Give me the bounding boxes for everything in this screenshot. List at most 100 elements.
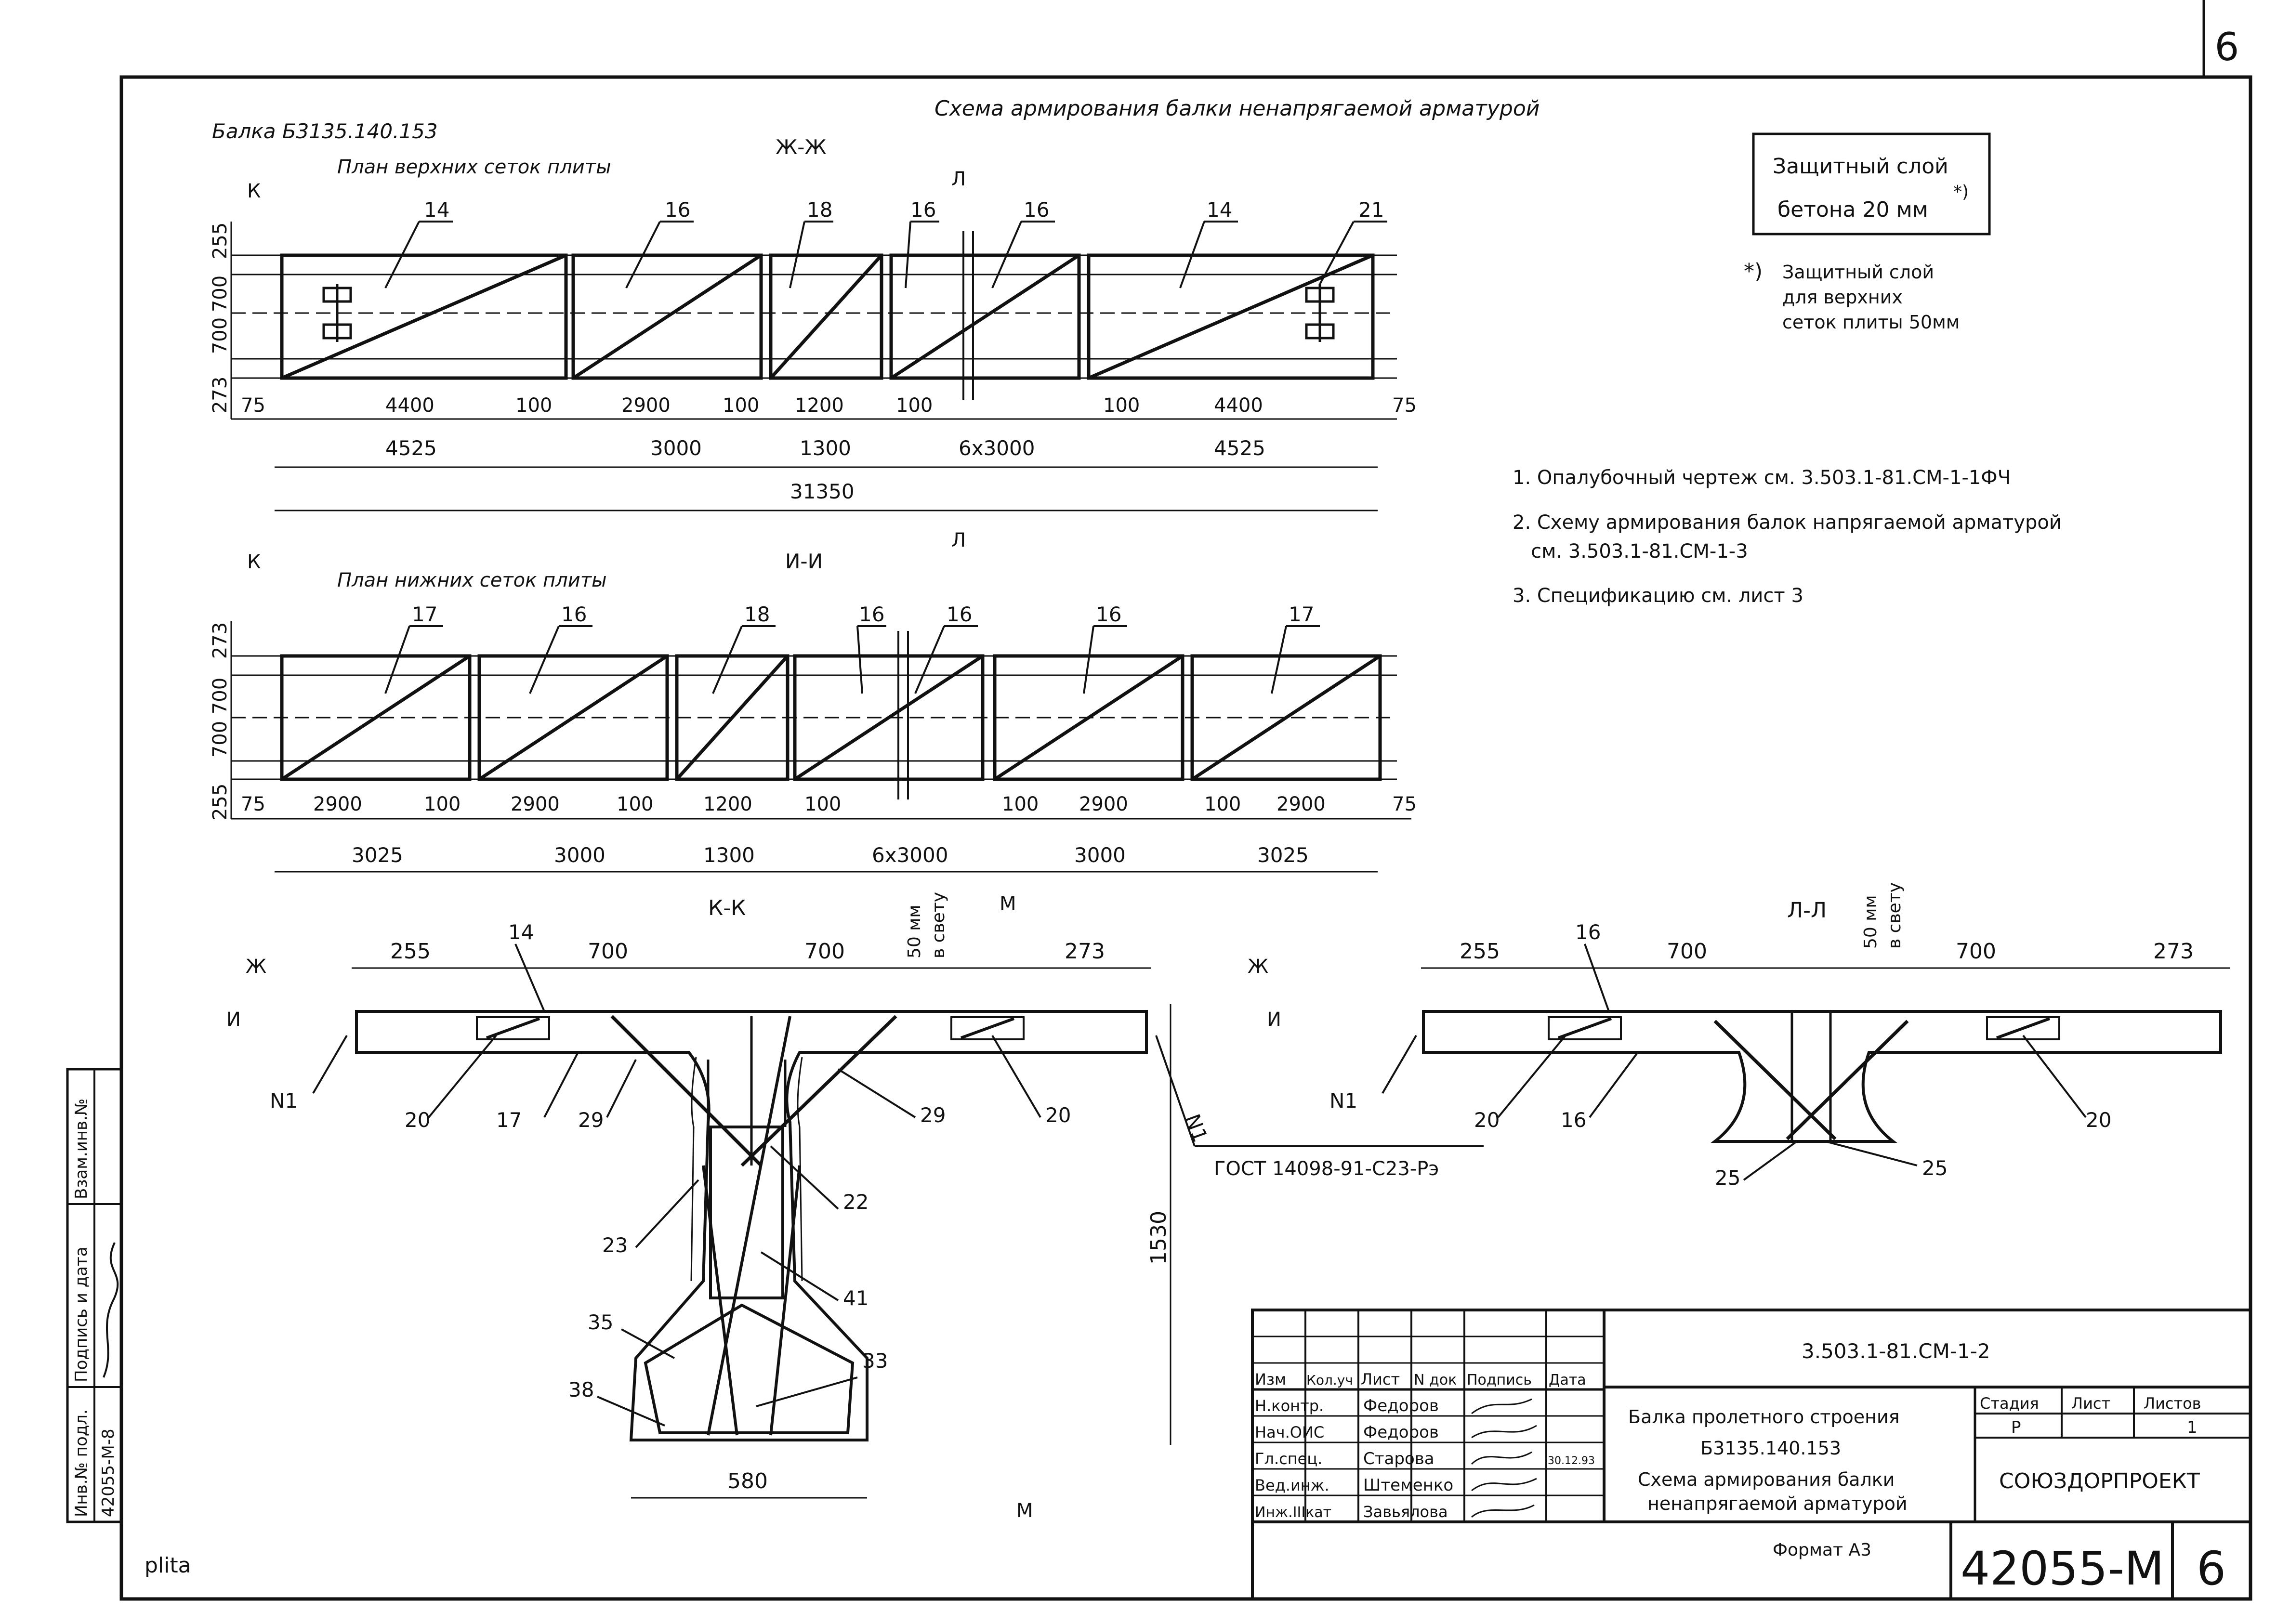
kk-mark: 22 <box>843 1190 869 1214</box>
bottom-dim-row2: 3025 <box>352 843 403 867</box>
kk-dim: 700 <box>588 939 628 964</box>
bottom-dim-row1: 100 <box>424 793 461 815</box>
ll-dim: 700 <box>1956 939 1996 964</box>
kk-cut-zh: Ж <box>246 956 266 978</box>
top-plan: План верхних сеток плиты Ж-Ж <box>209 135 1417 573</box>
bottom-mark: 16 <box>561 602 587 626</box>
bottom-dim-row1: 75 <box>1392 793 1417 815</box>
bottom-left-dim: 700 <box>209 678 231 714</box>
tb-date: 30.12.93 <box>1548 1455 1595 1467</box>
kk-cut-zh: Ж <box>1248 956 1268 978</box>
ll-gap-label: 50 мм <box>1861 895 1881 949</box>
stamp-col3: Взам.инв.№ <box>72 1099 91 1199</box>
bottom-left-dim: 255 <box>209 784 231 820</box>
bottom-plan-section: И-И <box>785 550 823 573</box>
kk-mark: 29 <box>578 1108 604 1132</box>
top-total-dim: 31350 <box>790 480 855 503</box>
cut-k-top: К <box>247 180 261 202</box>
tb-name-line: Балка пролетного строения <box>1628 1406 1900 1428</box>
bottom-dim-row1: 2900 <box>511 793 560 815</box>
stamp-col1: Инв.№ подл. <box>72 1409 91 1517</box>
bottom-dim-row1: 100 <box>804 793 841 815</box>
top-dim-row2: 4525 <box>1214 436 1265 460</box>
bottom-dim-row2: 6x3000 <box>872 843 948 867</box>
tb-stage-header: Лист <box>2071 1394 2110 1413</box>
bottom-dim-row2: 3000 <box>554 843 605 867</box>
ll-mark: 20 <box>1474 1108 1500 1132</box>
kk-dim: 273 <box>1065 939 1105 964</box>
ll-dim: 255 <box>1460 939 1500 964</box>
top-mark: 16 <box>910 198 936 222</box>
bottom-dim-row1: 100 <box>1204 793 1241 815</box>
cut-l-top: Л <box>951 168 966 190</box>
bottom-dim-row2: 3025 <box>1257 843 1309 867</box>
bottom-dim-row1: 100 <box>617 793 653 815</box>
bottom-dim-row2: 1300 <box>703 843 755 867</box>
protect-note-star: *) <box>1744 259 1763 284</box>
bottom-dim-row1: 2900 <box>1277 793 1326 815</box>
bottom-dim-row1: 100 <box>1002 793 1039 815</box>
kk-mark: 29 <box>920 1103 946 1127</box>
ll-dim: 700 <box>1667 939 1707 964</box>
beam-mark: Балка Б3135.140.153 <box>212 119 438 143</box>
stamp-col2: Подпись и дата <box>72 1246 91 1382</box>
tb-header: Подпись <box>1467 1372 1532 1388</box>
ll-mark: 16 <box>1561 1108 1586 1132</box>
kk-dim: 700 <box>804 939 845 964</box>
kk-mark: 41 <box>843 1286 869 1310</box>
kk-mark: 20 <box>1045 1103 1071 1127</box>
top-dim-row1: 100 <box>515 394 552 417</box>
kk-cut-m: М <box>1016 1500 1033 1522</box>
bottom-plan: План нижних сеток плиты И-И 17 16 <box>209 550 1417 873</box>
protect-box-line2: бетона 20 мм <box>1777 197 1928 222</box>
protect-box <box>1752 132 1991 236</box>
top-dim-row1: 4400 <box>385 394 434 417</box>
bottom-mark: 16 <box>947 602 972 626</box>
protect-note-line1: Защитный слой <box>1782 262 1934 283</box>
tb-header: Кол.уч <box>1306 1372 1353 1388</box>
footer-label: plita <box>145 1553 191 1578</box>
ll-n1: N1 <box>1329 1089 1357 1113</box>
stamp-signature <box>103 1242 119 1378</box>
kk-n1-left: N1 <box>270 1089 298 1113</box>
top-left-dim: 700 <box>209 317 231 354</box>
bottom-mark: 17 <box>1289 602 1314 626</box>
title-block: Изм Кол.уч Лист N док Подпись Дата Н.кон… <box>1251 1309 2252 1600</box>
ll-mark: 16 <box>1575 920 1601 944</box>
kk-mark: 14 <box>508 920 534 944</box>
protect-note-line2: для верхних <box>1782 287 1903 308</box>
tb-stage-header: Листов <box>2144 1394 2201 1413</box>
top-dim-row2: 3000 <box>650 436 702 460</box>
kk-mark: 38 <box>568 1378 594 1401</box>
corner-sheet-number: 6 <box>2215 25 2239 69</box>
section-ll-title: Л-Л <box>1787 898 1827 923</box>
top-dim-row1: 100 <box>723 394 759 417</box>
kk-cut-i: И <box>1267 1008 1281 1031</box>
protect-box-line1: Защитный слой <box>1773 154 1948 179</box>
tb-header: Дата <box>1549 1372 1586 1388</box>
bottom-mark: 16 <box>859 602 884 626</box>
top-mark: 16 <box>1024 198 1049 222</box>
top-mark: 16 <box>665 198 690 222</box>
ll-mark: 25 <box>1922 1156 1948 1180</box>
bottom-mark: 17 <box>412 602 437 626</box>
tb-name-line: ненапрягаемой арматурой <box>1647 1493 1908 1514</box>
bottom-dim-row1: 75 <box>241 793 265 815</box>
tb-role: Гл.спец. <box>1255 1450 1322 1468</box>
tb-name: Федоров <box>1363 1396 1439 1415</box>
tb-stage-header: Стадия <box>1980 1394 2039 1413</box>
top-dim-row1: 4400 <box>1214 394 1263 417</box>
bottom-mark: 18 <box>744 602 770 626</box>
bottom-left-dim: 273 <box>209 622 231 659</box>
top-dim-row1: 2900 <box>621 394 671 417</box>
note-3: 3. Спецификацию см. лист 3 <box>1513 585 1803 607</box>
ll-mark: 25 <box>1715 1166 1740 1190</box>
top-mark: 14 <box>1207 198 1232 222</box>
section-ll: Л-Л 255 700 700 273 50 мм в свету 16 20 … <box>1329 882 2230 1190</box>
tb-name: Федоров <box>1363 1423 1439 1442</box>
lifting-loop-icon <box>1305 284 1335 342</box>
top-left-dim: 700 <box>209 275 231 312</box>
bottom-dim-row1: 1200 <box>703 793 752 815</box>
sheet-frame <box>119 75 2252 1601</box>
top-dim-row1: 100 <box>896 394 933 417</box>
